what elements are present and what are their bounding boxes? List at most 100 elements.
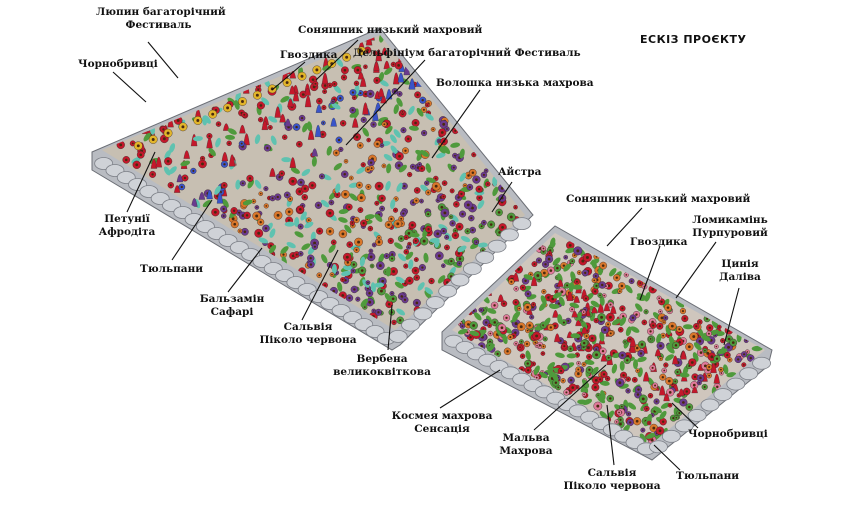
leaf (270, 135, 277, 146)
flower-center (555, 291, 558, 293)
flower-center (594, 386, 597, 389)
leaf (512, 311, 521, 320)
flower-center (387, 223, 390, 226)
flower-center (736, 358, 740, 361)
flower-center (678, 412, 681, 414)
leaf (543, 317, 551, 327)
leaf (321, 254, 328, 264)
spike-flower (216, 192, 224, 204)
leaf (374, 213, 383, 222)
spike-flower (279, 113, 286, 123)
leaf (294, 216, 300, 227)
flower-center (348, 243, 351, 246)
flower-center (658, 429, 662, 433)
flower-center (569, 347, 572, 350)
leaf (630, 326, 640, 333)
flower-center (371, 265, 373, 267)
leaf (336, 58, 344, 67)
leaf (656, 333, 662, 344)
leaf (693, 342, 702, 351)
leaf (389, 134, 397, 144)
flower-center (681, 310, 684, 313)
leaf (644, 291, 651, 302)
flower-center (350, 177, 353, 179)
border-stone (438, 284, 458, 298)
flower-center (626, 359, 629, 362)
flower-center (670, 324, 674, 328)
leaf (396, 308, 406, 316)
flower-center (370, 167, 373, 170)
flower-center (500, 186, 504, 190)
flower-center (601, 264, 605, 267)
leaf (548, 364, 554, 375)
flower-center (208, 135, 211, 138)
leaf (460, 236, 471, 243)
flower-center (381, 279, 385, 283)
flower-center (298, 190, 302, 193)
leaf (437, 275, 446, 284)
flower-center (599, 378, 602, 381)
leader-tulips2 (653, 444, 681, 471)
flower-center (345, 255, 349, 259)
flowerbed-right (441, 225, 773, 461)
flower-center (353, 288, 356, 291)
leaf (331, 102, 341, 110)
flower-center (615, 276, 618, 279)
leaf (164, 150, 171, 160)
flower-center (405, 236, 408, 239)
leaf (301, 243, 311, 251)
spike-flower (512, 272, 520, 282)
flower-center (427, 228, 430, 231)
flower-center (554, 381, 558, 384)
flower-center (466, 323, 470, 326)
leaf (306, 121, 313, 132)
flower-center (524, 279, 527, 283)
spike-flower (643, 371, 650, 382)
flower-center (307, 219, 310, 222)
flower-center (427, 191, 430, 194)
flower-center (166, 131, 170, 135)
flower-center (309, 263, 313, 266)
leader-lupin (147, 41, 179, 79)
flower-center (480, 225, 483, 228)
leaf (394, 242, 403, 250)
label-sunflower2: Соняшник низький махровий (566, 193, 751, 205)
flower-center (519, 325, 523, 329)
spike-flower (150, 158, 158, 169)
flower-center (534, 341, 537, 344)
flower-center (629, 421, 632, 424)
flower-center (248, 177, 252, 180)
flower-center (245, 214, 249, 217)
leaf (378, 253, 385, 263)
flower-center (400, 237, 403, 240)
spike-flower (206, 189, 213, 200)
flower-center (343, 68, 347, 72)
flower-center (442, 230, 445, 233)
flower-center (176, 119, 180, 122)
label-delphinium: Дельфініум багаторічний Фестиваль (353, 47, 581, 59)
flower-center (396, 222, 400, 226)
spike-flower (362, 102, 369, 115)
flower-center (489, 332, 492, 335)
flower-center (238, 211, 241, 214)
spike-flower (629, 337, 637, 347)
flower-center (609, 332, 612, 335)
spike-flower (654, 348, 662, 357)
leaf (302, 122, 309, 133)
flower-center (510, 280, 513, 283)
flower-center (651, 366, 654, 369)
leaf (360, 298, 369, 307)
flower-center (442, 122, 446, 126)
leaf (420, 150, 430, 157)
flower-center (708, 374, 711, 377)
flower-center (560, 369, 563, 373)
flower-center (497, 211, 501, 214)
flower-center (718, 326, 721, 328)
flower-center (315, 68, 319, 72)
flower-center (727, 337, 731, 341)
flower-center (387, 303, 391, 306)
flower-center (436, 232, 440, 236)
leaf (549, 237, 556, 248)
